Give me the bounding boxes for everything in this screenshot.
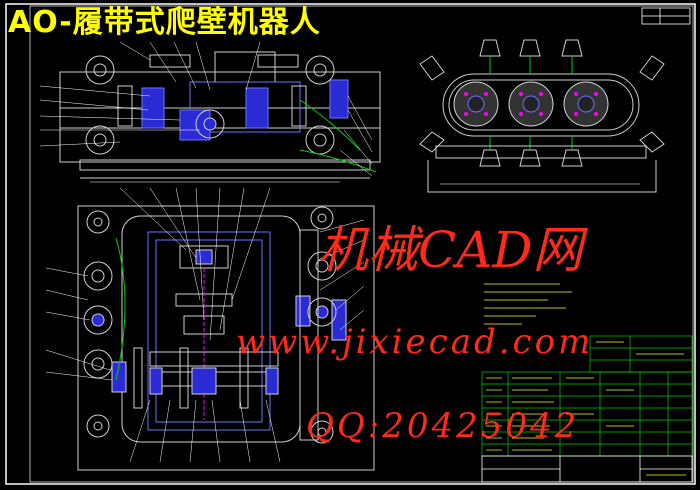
parts-list-table [481, 335, 693, 457]
side-view [419, 39, 665, 193]
sheet-inner-border [29, 5, 694, 483]
sheet-border [5, 3, 696, 485]
leader-lines [39, 41, 373, 463]
title-block [481, 455, 693, 483]
front-view [59, 51, 381, 183]
drawing-title: AO-履带式爬壁机器人 [8, 5, 321, 40]
table-text-lines [486, 341, 686, 476]
top-view [77, 205, 375, 471]
corner-label-box [641, 7, 691, 25]
technical-notes [484, 283, 572, 325]
